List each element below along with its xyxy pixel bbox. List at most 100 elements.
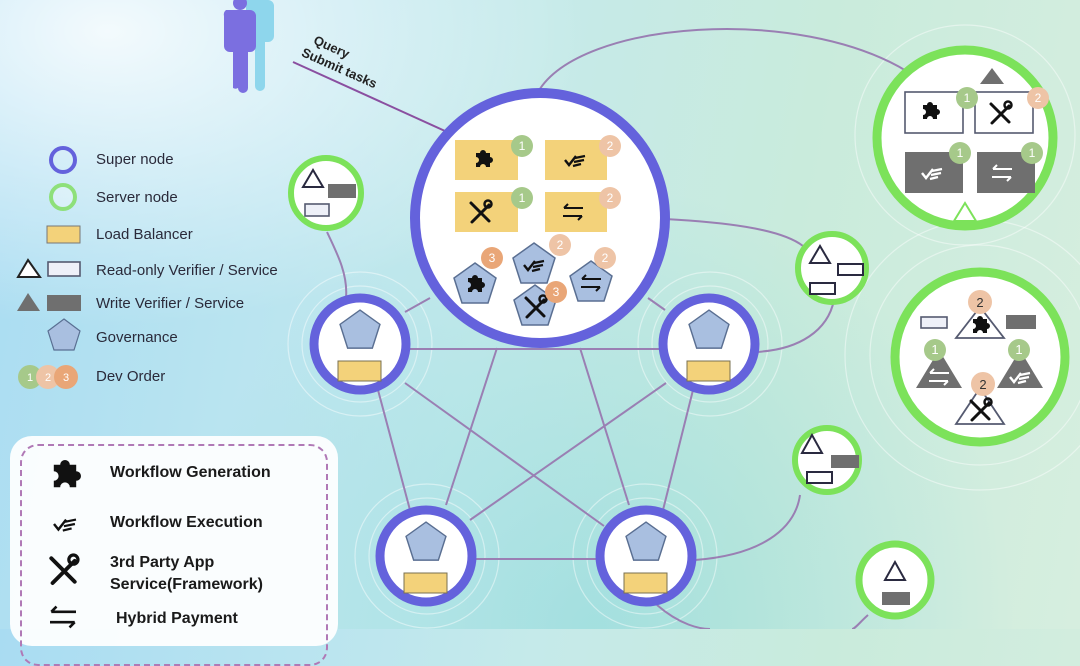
edge <box>754 299 835 353</box>
function-label-3rd-party-line1: 3rd Party App <box>110 554 215 571</box>
badge-label: 3 <box>553 285 560 299</box>
write-verifier-icon <box>916 350 962 388</box>
dev-order-badge <box>549 234 571 256</box>
dev-order-badge-3 <box>54 365 78 389</box>
dev-order-badge <box>599 135 621 157</box>
server-node[interactable] <box>855 540 935 620</box>
read-only-verifier-icon <box>301 168 325 188</box>
load-balancer <box>545 140 607 180</box>
edge <box>404 297 431 313</box>
server-node[interactable] <box>792 425 862 495</box>
read-only-service-icon <box>304 203 330 217</box>
badge-label: 2 <box>557 238 564 252</box>
edge <box>647 297 666 311</box>
badge-label: 1 <box>964 91 971 105</box>
server-node-top-right[interactable] <box>872 45 1058 231</box>
dev-order-badge <box>924 339 946 361</box>
write-verifier-icon <box>17 293 40 311</box>
edge-user <box>292 61 446 132</box>
read-only-service-icon <box>47 261 81 277</box>
badge-label: 2 <box>607 139 614 153</box>
server-node[interactable] <box>795 231 869 305</box>
exchange-arrows-icon <box>50 605 76 629</box>
legend-label-write: Write Verifier / Service <box>96 295 245 312</box>
edge <box>326 231 348 299</box>
badge-label: 1 <box>1015 342 1022 357</box>
super-node[interactable] <box>595 505 697 607</box>
checklist-icon <box>53 518 77 532</box>
function-label-workflow-execution: Workflow Execution <box>110 514 263 531</box>
write-service-icon <box>47 295 81 311</box>
super-node[interactable] <box>658 293 760 395</box>
super-node[interactable] <box>375 505 477 607</box>
edge <box>404 382 605 527</box>
edge <box>537 28 909 93</box>
server-node-icon <box>49 183 77 211</box>
edge <box>377 389 411 511</box>
dev-order-badge <box>1027 87 1049 109</box>
legend-label-governance: Governance <box>96 329 178 346</box>
function-legend: Workflow Generation Workflow Execution 3… <box>10 436 338 666</box>
read-only-verifier-icon <box>808 244 832 264</box>
load-balancer <box>545 192 607 232</box>
network-diagram: 1 2 1 2 3 2 2 3 <box>16 0 1080 629</box>
dev-order-badge-1 <box>18 365 42 389</box>
server-node[interactable] <box>288 155 364 231</box>
edge <box>662 389 694 511</box>
legend-label-read-only: Read-only Verifier / Service <box>96 262 278 279</box>
read-only-service-icon <box>837 263 864 276</box>
dev-order-badge <box>968 290 992 314</box>
badge-label: 2 <box>45 372 51 384</box>
dev-order-badge <box>599 187 621 209</box>
badge-label: 1 <box>519 139 526 153</box>
edge <box>664 218 804 247</box>
dev-order-badge <box>956 87 978 109</box>
governance-icon <box>47 318 81 351</box>
glow-rings <box>287 24 1080 629</box>
legend-label-super-node: Super node <box>96 151 174 168</box>
badge-label: 3 <box>63 372 69 384</box>
dev-order-badge <box>511 135 533 157</box>
function-label-workflow-generation: Workflow Generation <box>110 464 271 481</box>
badge-label: 1 <box>1029 146 1036 160</box>
load-balancer-icon <box>403 572 448 594</box>
badge-label: 1 <box>27 372 33 384</box>
legend-label-load-balancer: Load Balancer <box>96 226 193 243</box>
dev-order-badge <box>545 281 567 303</box>
super-node-icon <box>49 146 77 174</box>
puzzle-icon <box>53 460 81 488</box>
function-icons <box>49 460 81 629</box>
read-only-service-icon <box>806 471 833 484</box>
function-label-3rd-party-line2: Service(Framework) <box>110 576 263 593</box>
super-node[interactable] <box>309 293 411 395</box>
legend-icons <box>16 146 81 389</box>
dev-order-badge <box>1021 142 1043 164</box>
central-super-node[interactable] <box>410 88 670 348</box>
badge-label: 3 <box>489 251 496 265</box>
server-node-mid-right[interactable] <box>890 267 1070 447</box>
badge-label: 2 <box>976 295 983 310</box>
write-service-icon <box>831 455 859 468</box>
write-service-icon <box>328 184 356 198</box>
write-service-icon <box>882 592 910 605</box>
dev-order-badge <box>481 247 503 269</box>
dev-order-badge <box>594 247 616 269</box>
legend-label-dev-order: Dev Order <box>96 368 166 385</box>
users-icon <box>223 0 274 93</box>
read-only-verifier-icon <box>954 386 1006 425</box>
read-only-service-icon <box>809 282 836 295</box>
read-only-verifier-icon <box>952 201 978 222</box>
edge <box>469 382 667 521</box>
load-balancer-icon <box>686 360 731 382</box>
badge-label: 1 <box>957 146 964 160</box>
dev-order-badge <box>1008 339 1030 361</box>
edge <box>579 347 630 506</box>
badge-label: 1 <box>931 342 938 357</box>
badge-label: 2 <box>979 377 986 392</box>
load-balancer-icon <box>337 360 382 382</box>
read-only-verifier-icon <box>16 258 42 278</box>
load-balancer <box>455 192 518 232</box>
dev-order-badge <box>949 142 971 164</box>
read-only-verifier-icon <box>800 432 824 454</box>
dev-order-badge-2 <box>36 365 60 389</box>
